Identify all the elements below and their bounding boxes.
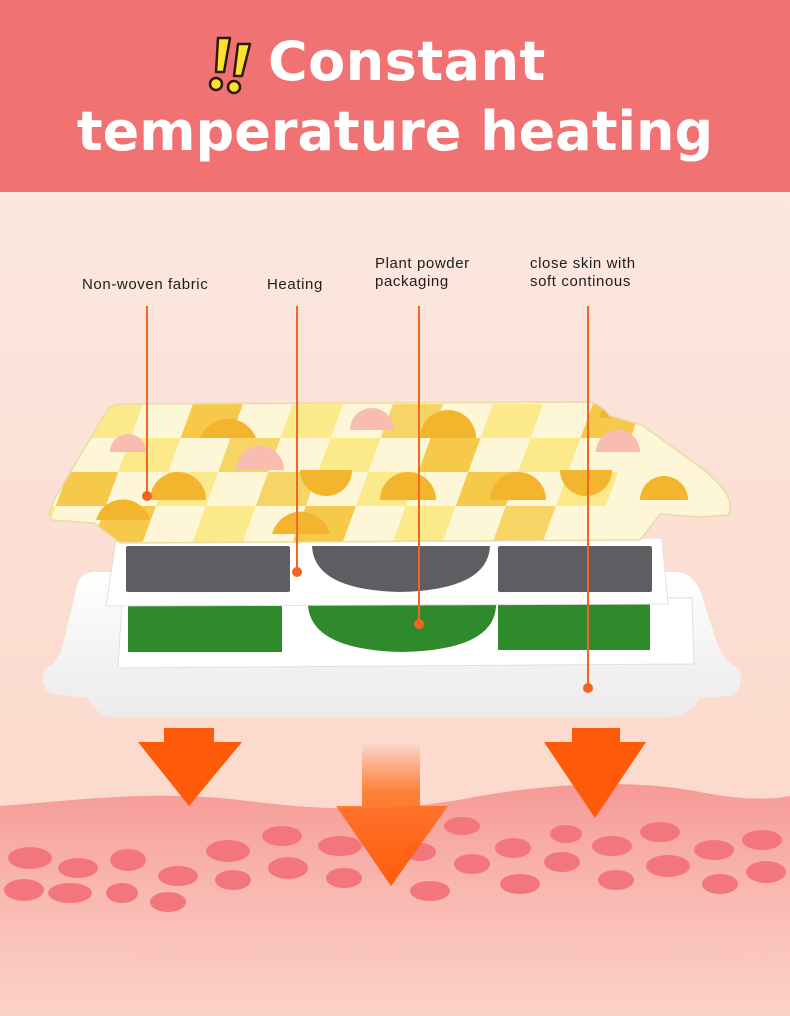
pointer-dot-plant	[414, 619, 424, 629]
center-heat-arrow-icon	[336, 742, 448, 886]
left-heat-arrow-icon	[138, 728, 242, 806]
page-title-line-1: Constant	[268, 30, 546, 93]
right-heat-arrow-icon	[544, 728, 646, 818]
heat-arrows	[138, 728, 646, 886]
skin-cells	[4, 817, 786, 912]
heating-pad-center	[312, 546, 490, 592]
label-heating: Heating	[267, 276, 323, 293]
page-title-line-2: temperature heating	[76, 100, 714, 163]
pointer-dot-skin	[583, 683, 593, 693]
double-exclamation-icon	[208, 36, 252, 95]
pointer-dot-fabric	[142, 491, 152, 501]
heating-pad-right	[498, 546, 652, 592]
heating-pad-left	[126, 546, 290, 592]
label-close-skin: close skin with soft continous	[530, 255, 636, 290]
skin-layer	[0, 784, 790, 1016]
plant-pad-right	[498, 604, 650, 650]
pointer-dot-heating	[292, 567, 302, 577]
heating-layer	[105, 537, 669, 607]
title-banner	[0, 0, 790, 192]
non-woven-fabric-layer	[48, 401, 731, 544]
plant-pad-left	[128, 606, 282, 652]
plant-powder-layer	[117, 597, 695, 669]
label-plant-powder-packaging: Plant powder packaging	[375, 255, 470, 290]
label-non-woven-fabric: Non-woven fabric	[82, 276, 209, 293]
layer-pointers	[142, 306, 593, 693]
plant-pad-center	[308, 604, 496, 652]
